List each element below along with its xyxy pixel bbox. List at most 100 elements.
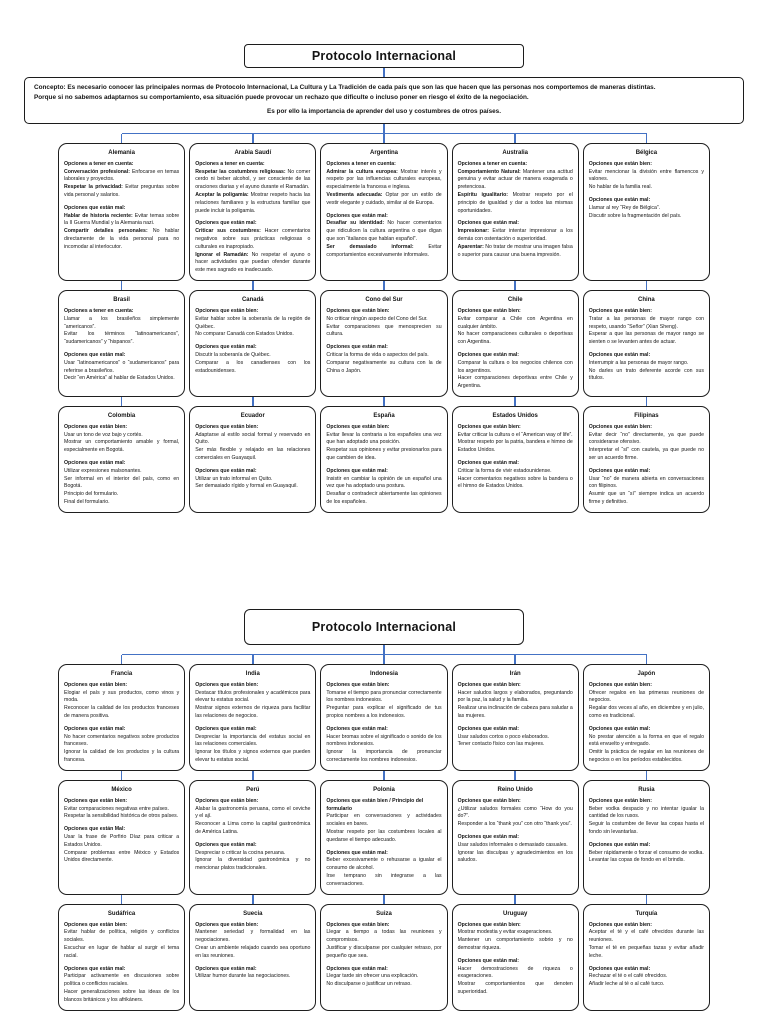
section-header: Opciones que están mal: bbox=[326, 344, 388, 351]
connector-stub bbox=[383, 133, 385, 143]
country-name: Uruguay bbox=[503, 910, 528, 917]
section-header: Opciones que están bien: bbox=[326, 307, 390, 314]
guideline-item: Ignorar la calidad de los productos y la… bbox=[64, 749, 180, 764]
guideline-item: No hacer comparaciones culturales o depo… bbox=[457, 331, 573, 346]
guideline-item: Espíritu igualitario: Mostrar respeto po… bbox=[457, 191, 573, 214]
section-header: Opciones que están mal: bbox=[195, 344, 257, 351]
guideline-item: Conversación profesional: Enfocarse en t… bbox=[64, 168, 180, 183]
country-name: Argentina bbox=[369, 149, 398, 156]
guideline-item: Decir “en América” al hablar de Estados … bbox=[64, 375, 175, 382]
guideline-item: Hacer generalizaciones sobre las ideas d… bbox=[64, 988, 180, 1003]
concept-label: Concepto: bbox=[34, 84, 66, 91]
section-header: Opciones que están mal: bbox=[457, 957, 519, 964]
guideline-item: Ignorar los títulos y signos externos qu… bbox=[195, 749, 311, 764]
guideline-item: Usar saludos cortos o poco elaborados. bbox=[457, 733, 550, 740]
guideline-item: Escuchar en lugar de hablar al surgir el… bbox=[64, 944, 180, 959]
guideline-item: Ser informal en el interior del país, co… bbox=[64, 475, 180, 490]
guideline-item: Tratar a las personas de mayor rango con… bbox=[588, 315, 704, 330]
connector-stub bbox=[120, 280, 123, 290]
guideline-item: Ignorar las disculpas y agradecimientos … bbox=[457, 849, 573, 864]
connector-stub bbox=[383, 894, 385, 904]
item-lead: Respetar la privacidad: bbox=[64, 184, 126, 191]
section-header: Opciones que están bien: bbox=[326, 423, 390, 430]
section-header: Opciones que están bien: bbox=[588, 307, 652, 314]
guideline-item: Participar en conversaciones y actividad… bbox=[326, 813, 442, 828]
section-header: Opciones a tener en cuenta: bbox=[457, 160, 528, 167]
country-name: Canadá bbox=[241, 296, 264, 303]
item-lead: Hablar de historia reciente: bbox=[64, 212, 135, 219]
guideline-item: Llamar al rey “Rey de Bélgica”. bbox=[588, 204, 661, 211]
item-lead: Conversación profesional: bbox=[64, 168, 132, 175]
section-header: Opciones a tener en cuenta: bbox=[64, 307, 134, 314]
section-header: Opciones que están bien: bbox=[588, 921, 652, 928]
section-header: Opciones que están bien: bbox=[457, 681, 521, 688]
guideline-item: Evitar comparaciones que menosprecien su… bbox=[326, 323, 442, 338]
section-header: Opciones que están mal: bbox=[326, 212, 388, 219]
guideline-item: Interrumpir a las personas de mayor rang… bbox=[588, 359, 689, 366]
section-header: Opciones que están mal: bbox=[64, 460, 126, 467]
connector-stub bbox=[514, 654, 516, 664]
guideline-item: Usar “latinoamericanos” o “sudamericanos… bbox=[64, 359, 180, 374]
guideline-item: Hacer comentarios negativos sobre la ban… bbox=[457, 475, 573, 490]
section-header: Opciones que están bien: bbox=[195, 307, 259, 314]
guideline-item: Utilizar expresiones malsonantes. bbox=[64, 467, 142, 474]
guideline-item: Realizar una inclinación de cabeza para … bbox=[457, 705, 573, 720]
page-title: Protocolo Internacional bbox=[244, 44, 524, 68]
guideline-item: Criticar la forma de vivir estadounidens… bbox=[457, 467, 552, 474]
country-name: Australia bbox=[502, 149, 529, 156]
guideline-item: Alabar la gastronomía peruana, como el c… bbox=[195, 805, 311, 820]
section-header: Opciones que están mal: bbox=[588, 196, 651, 203]
guideline-item: Responder a los “thank you” con otro “th… bbox=[457, 821, 572, 828]
guideline-item: Ignorar la diversidad gastronómica y no … bbox=[195, 857, 311, 872]
guideline-item: No hacer comentarios negativos sobre pro… bbox=[64, 733, 180, 748]
section-header: Opciones que están mal: bbox=[588, 467, 651, 474]
country-name: Ecuador bbox=[240, 412, 265, 419]
country-name: México bbox=[111, 786, 132, 793]
item-lead: Comportamiento Natural: bbox=[457, 168, 523, 175]
country-name: Cono del Sur bbox=[365, 296, 403, 303]
section-header: Opciones que están mal: bbox=[457, 725, 519, 732]
country-name: Irán bbox=[509, 670, 521, 677]
section-header: Opciones que están mal: bbox=[195, 965, 257, 972]
guideline-item: Usar la frase de Porfirio Díaz para crit… bbox=[64, 834, 180, 848]
country-name: Japón bbox=[637, 670, 656, 677]
connector-stub bbox=[645, 133, 648, 143]
guideline-item: Discutir la soberanía de Québec. bbox=[195, 351, 271, 358]
guideline-item: No darles un trato deferente acorde con … bbox=[588, 367, 704, 382]
guideline-item: Utilizar humor durante las negociaciones… bbox=[195, 973, 291, 980]
page-title: Protocolo Internacional bbox=[244, 608, 524, 645]
section-header: Opciones que están bien: bbox=[64, 423, 128, 430]
document-page-1: Protocolo Internacional Concepto: Es nec… bbox=[24, 44, 744, 513]
section-header: Opciones que están bien / Principio del … bbox=[326, 797, 424, 812]
guideline-item: Evitar comparar a Chile con Argentina en… bbox=[457, 315, 573, 330]
guideline-item: Ser demasiado informal: Evitar comportam… bbox=[326, 243, 442, 258]
guideline-item: Usar un tono de voz bajo y cortés. bbox=[64, 431, 143, 438]
item-lead: Ignorar el Ramadán: bbox=[195, 251, 252, 258]
connector-stub bbox=[120, 654, 123, 664]
guideline-item: Respetar las costumbres religiosas: No c… bbox=[195, 168, 311, 191]
guideline-item: Interpretar el “sí” con cautela, ya que … bbox=[588, 447, 704, 462]
section-header: Opciones que están mal: bbox=[457, 220, 519, 227]
guideline-item: Destacar títulos profesionales y académi… bbox=[195, 689, 311, 704]
section-header: Opciones que están bien: bbox=[326, 921, 390, 928]
guideline-item: Hacer bromas sobre el significado o soni… bbox=[326, 733, 442, 748]
